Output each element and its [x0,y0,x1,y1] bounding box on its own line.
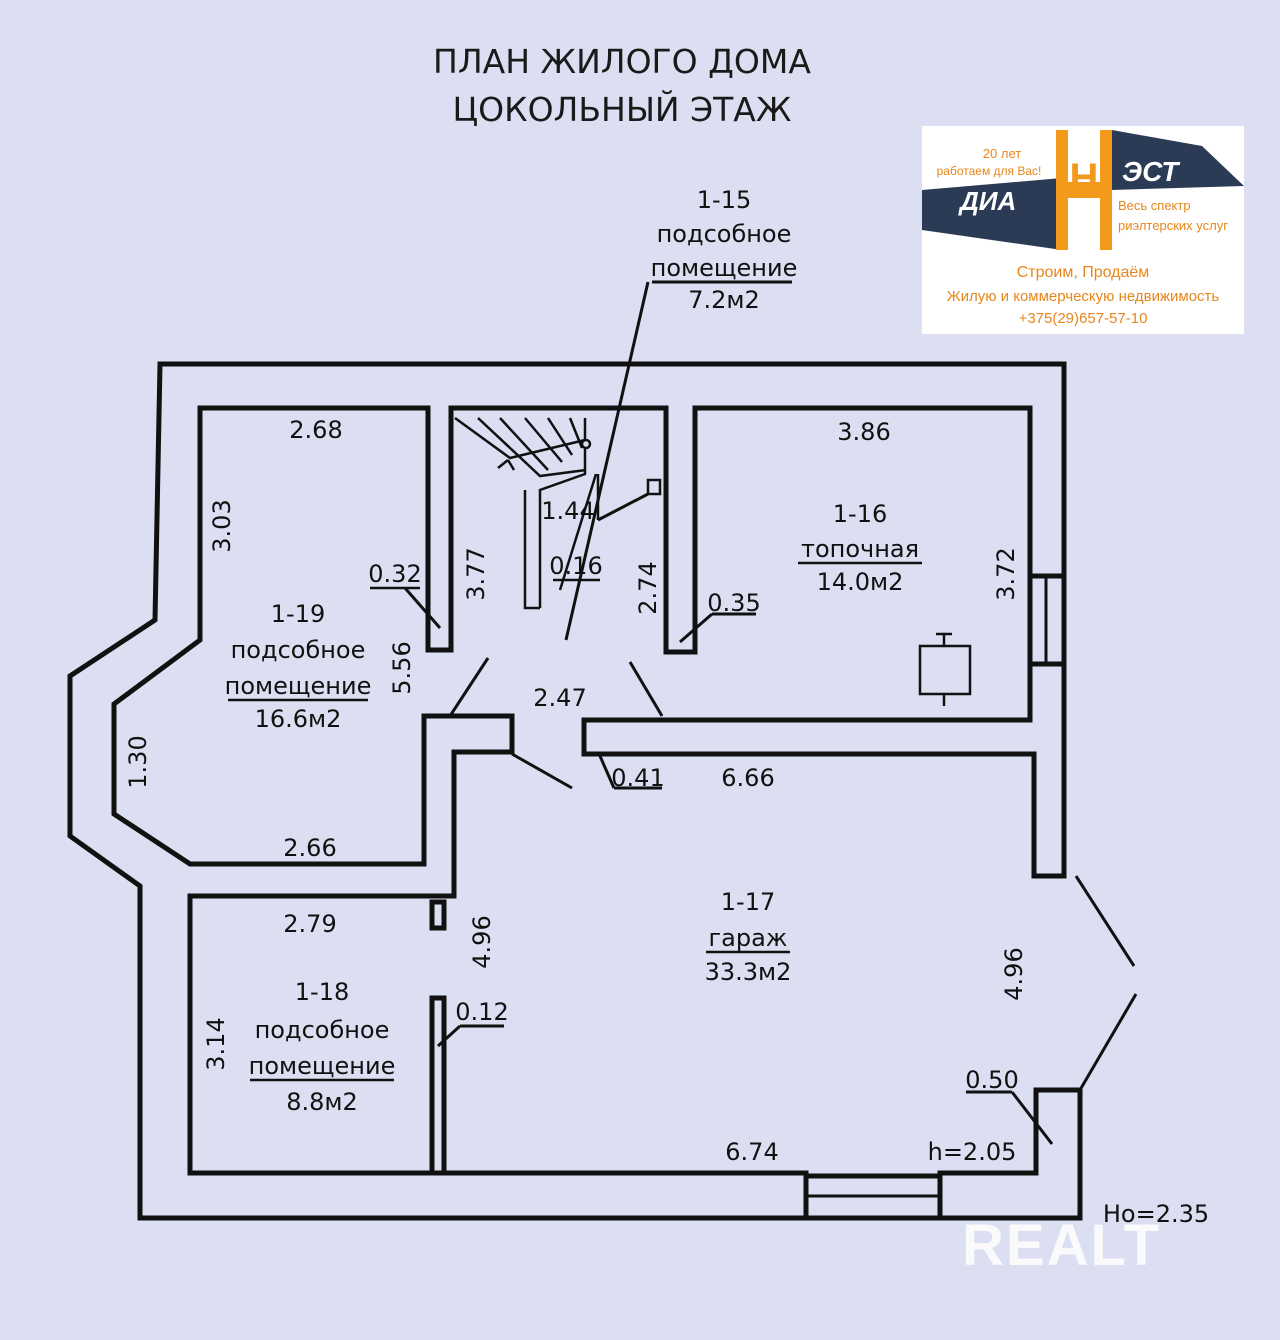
dim-1.30: 1.30 [124,735,152,788]
outer-wall [67,361,1067,1221]
room-17-area: 33.3м2 [705,958,792,986]
dim-3.14: 3.14 [202,1017,230,1070]
room-18-area: 8.8м2 [286,1088,358,1116]
realt-watermark: REALT [962,1213,1162,1278]
logo-slogan1: Строим, Продаём [1016,264,1150,281]
room-17-name: гараж [709,924,788,952]
partition-stub [429,899,447,931]
dim-6.66: 6.66 [721,764,774,792]
logo-brand-right: ЭСТ [1122,156,1179,187]
room-15-name2: помещение [651,254,798,282]
dim-6.74: 6.74 [725,1138,778,1166]
dim-0.12: 0.12 [455,998,508,1026]
plan-title: ПЛАН ЖИЛОГО ДОМА [433,42,811,81]
room-15-name1: подсобное [657,220,792,248]
logo-phone: +375(29)657-57-10 [1018,310,1148,327]
logo-years: 20 лет [982,146,1022,161]
dim-3.86: 3.86 [837,418,890,446]
logo-service2: риэлтерских услуг [1118,218,1228,233]
ceiling-height: h=2.05 [928,1138,1017,1166]
dim-0.50: 0.50 [965,1066,1018,1094]
dim-3.77: 3.77 [462,547,490,600]
room-18-name1: подсобное [255,1016,390,1044]
logo-slogan2: Жилую и коммерческую недвижимость [946,288,1220,305]
dim-5.56: 5.56 [388,641,416,694]
dim-3.03: 3.03 [208,499,236,552]
room-17-id: 1-17 [721,888,775,916]
dim-4.96-right: 4.96 [1000,947,1028,1000]
room-19-name1: подсобное [231,636,366,664]
dim-4.96-left: 4.96 [468,915,496,968]
partition-wall [429,995,447,1176]
room-16-id: 1-16 [833,500,887,528]
floor-title: ЦОКОЛЬНЫЙ ЭТАЖ [452,90,792,129]
room-19-name2: помещение [225,672,372,700]
logo-brand-left: ДИА [960,186,1017,216]
room-16-name: топочная [801,535,919,563]
room-18-name2: помещение [249,1052,396,1080]
dim-2.79: 2.79 [283,910,336,938]
room-16-area: 14.0м2 [817,568,904,596]
room-19-id: 1-19 [271,600,325,628]
dim-0.32: 0.32 [368,560,421,588]
dim-2.74: 2.74 [634,561,662,614]
dim-3.72: 3.72 [992,547,1020,600]
logo-brand-mid: Н [1069,156,1099,200]
dim-2.66: 2.66 [283,834,336,862]
leader-lines [403,280,1138,1145]
dim-0.41: 0.41 [611,764,664,792]
room-19-area: 16.6м2 [255,705,342,733]
dim-0.16: 0.16 [549,552,602,580]
logo-tagline: работаем для Вас! [936,164,1042,178]
dim-1.44: 1.44 [541,497,594,525]
staircase [454,416,662,610]
room-15-id: 1-15 [697,186,751,214]
right-wall [581,661,1067,879]
logo-service1: Весь спектр [1118,198,1191,213]
dim-2.47: 2.47 [533,684,586,712]
dim-0.35: 0.35 [707,589,760,617]
agency-logo: 20 лет работаем для Вас! ДИА Н ЭСТ Весь … [922,126,1244,334]
room-18-id: 1-18 [295,978,349,1006]
total-height: Hо=2.35 [1103,1200,1209,1228]
dim-2.68: 2.68 [289,416,342,444]
room-15-area: 7.2м2 [688,286,760,314]
boiler-icon [918,632,972,706]
